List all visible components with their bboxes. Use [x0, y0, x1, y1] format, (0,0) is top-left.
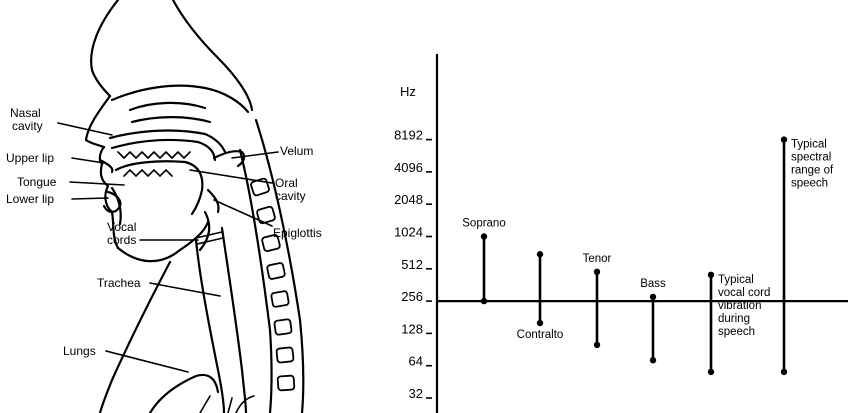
- range-low-dot-bass: [650, 357, 656, 363]
- lung-outline: [150, 375, 218, 413]
- range-low-dot-typical-spectral-range-of-speech: [781, 369, 787, 375]
- frequency-range-chart: Hz 32 64 128 256 512 1024 2048 4096 8192SopranoCo…: [394, 54, 848, 413]
- spine-back: [256, 120, 303, 413]
- label-velum: Velum: [280, 144, 313, 158]
- y-tick-label-8192: 8192: [394, 128, 423, 143]
- label-lower-lip: Lower lip: [6, 192, 54, 206]
- nasal-floor: [110, 131, 225, 152]
- label-vocal-cords-2: cords: [107, 233, 136, 247]
- nose-profile: [86, 96, 110, 147]
- range-label-bass: Bass: [640, 278, 666, 290]
- y-tick-label-32: 32: [409, 386, 423, 401]
- y-tick-label-1024: 1024: [394, 225, 423, 240]
- label-oral-cavity-1: Oral: [275, 176, 298, 190]
- range-label-typical-vocal-cord-vibration-during-speech: Typicalvocal cordvibrationduringspeech: [718, 274, 770, 338]
- anatomy-labels: Nasal cavity Upper lip Tongue Lower lip …: [6, 106, 322, 358]
- label-trachea: Trachea: [97, 276, 141, 290]
- y-tick-label-64: 64: [409, 354, 423, 369]
- range-low-dot-typical-vocal-cord-vibration-during-speech: [708, 369, 714, 375]
- y-tick-label-256: 256: [401, 289, 423, 304]
- label-upper-lip: Upper lip: [6, 151, 54, 165]
- range-high-dot-typical-vocal-cord-vibration-during-speech: [708, 272, 714, 278]
- range-high-dot-contralto: [537, 251, 543, 257]
- range-label-tenor: Tenor: [583, 253, 612, 265]
- label-epiglottis: Epiglottis: [273, 226, 322, 240]
- label-tongue: Tongue: [17, 175, 57, 189]
- label-nasal-cavity-2: cavity: [12, 119, 43, 133]
- label-nasal-cavity-1: Nasal: [10, 106, 41, 120]
- range-high-dot-bass: [650, 294, 656, 300]
- range-high-dot-typical-spectral-range-of-speech: [781, 136, 787, 142]
- skull-back: [173, 0, 252, 110]
- range-high-dot-soprano: [481, 233, 487, 239]
- range-low-dot-tenor: [594, 342, 600, 348]
- nasal-turbinate-1: [130, 103, 205, 110]
- spine-front: [240, 150, 272, 413]
- trachea-back: [222, 228, 246, 413]
- range-low-dot-contralto: [537, 320, 543, 326]
- range-label-soprano: Soprano: [462, 218, 505, 230]
- y-tick-label-512: 512: [401, 257, 423, 272]
- label-vocal-cords-1: Vocal: [107, 220, 136, 234]
- range-label-typical-spectral-range-of-speech: Typicalspectralrange ofspeech: [791, 139, 834, 190]
- trachea-front: [196, 240, 224, 413]
- nasal-turbinate-2: [132, 117, 210, 122]
- label-lungs: Lungs: [63, 344, 96, 358]
- y-tick-label-128: 128: [401, 321, 423, 336]
- upper-teeth: [118, 152, 190, 158]
- y-tick-label-4096: 4096: [394, 160, 423, 175]
- label-oral-cavity-2: cavity: [275, 189, 306, 203]
- velum-shape: [214, 151, 244, 166]
- hard-palate: [112, 140, 215, 160]
- lower-teeth: [124, 170, 172, 176]
- head-outline: [91, 0, 118, 96]
- range-label-contralto: Contralto: [517, 329, 564, 341]
- range-low-dot-soprano: [481, 298, 487, 304]
- y-tick-label-2048: 2048: [394, 192, 423, 207]
- tongue-outline: [116, 161, 202, 214]
- range-high-dot-tenor: [594, 269, 600, 275]
- y-axis-label: Hz: [400, 84, 416, 99]
